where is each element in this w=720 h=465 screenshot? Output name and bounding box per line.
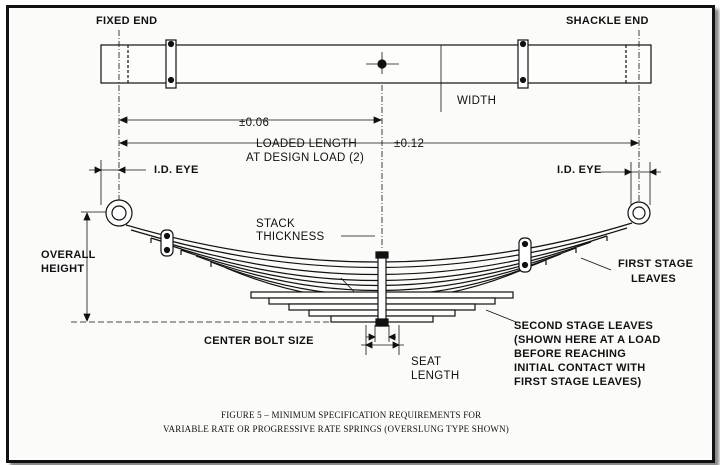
label-second-stage-5: FIRST STAGE LEAVES) — [514, 376, 642, 388]
label-second-stage-2: (SHOWN HERE AT A LOAD — [514, 334, 661, 346]
spring-diagram: FIXED END SHACKLE END WIDTH ±0.06 LOADED… — [41, 15, 693, 434]
label-width: WIDTH — [457, 95, 496, 107]
label-first-stage: FIRST STAGE — [618, 258, 693, 270]
top-clip-right — [517, 39, 529, 89]
label-center-bolt-size: CENTER BOLT SIZE — [204, 335, 314, 347]
label-tol-012: ±0.12 — [394, 138, 424, 150]
label-second-stage-3: BEFORE REACHING — [514, 348, 626, 360]
label-seat: SEAT — [411, 356, 441, 368]
labels: FIXED END SHACKLE END WIDTH ±0.06 LOADED… — [41, 15, 693, 388]
spring-side-view — [105, 199, 651, 327]
label-shackle-end: SHACKLE END — [566, 15, 649, 27]
label-fixed-end: FIXED END — [96, 15, 157, 27]
label-thickness: THICKNESS — [256, 231, 325, 243]
top-clip-left — [165, 39, 177, 89]
caption-line-1: FIGURE 5 – MINIMUM SPECIFICATION REQUIRE… — [221, 410, 481, 420]
label-tol-006: ±0.06 — [239, 117, 269, 129]
label-second-stage-1: SECOND STAGE LEAVES — [514, 320, 653, 332]
center-lines — [118, 30, 640, 250]
label-height: HEIGHT — [41, 263, 84, 275]
side-clip-right — [518, 237, 532, 273]
top-view — [100, 39, 652, 112]
caption-line-2: VARIABLE RATE OR PROGRESSIVE RATE SPRING… — [163, 424, 509, 434]
figure-caption: FIGURE 5 – MINIMUM SPECIFICATION REQUIRE… — [163, 410, 509, 434]
label-loaded-length-2: AT DESIGN LOAD (2) — [246, 152, 364, 164]
label-seat-length: LENGTH — [411, 370, 459, 382]
label-first-stage-leaves: LEAVES — [631, 273, 676, 285]
center-bolt — [377, 251, 387, 327]
label-overall: OVERALL — [41, 249, 96, 261]
label-stack: STACK — [256, 218, 295, 230]
label-id-eye-right: I.D. EYE — [557, 164, 602, 176]
label-loaded-length-1: LOADED LENGTH — [256, 138, 357, 150]
top-center-bolt — [366, 52, 399, 74]
figure-frame: FIXED END SHACKLE END WIDTH ±0.06 LOADED… — [6, 5, 715, 463]
label-id-eye-left: I.D. EYE — [154, 164, 199, 176]
label-second-stage-4: INITIAL CONTACT WITH — [514, 362, 645, 374]
